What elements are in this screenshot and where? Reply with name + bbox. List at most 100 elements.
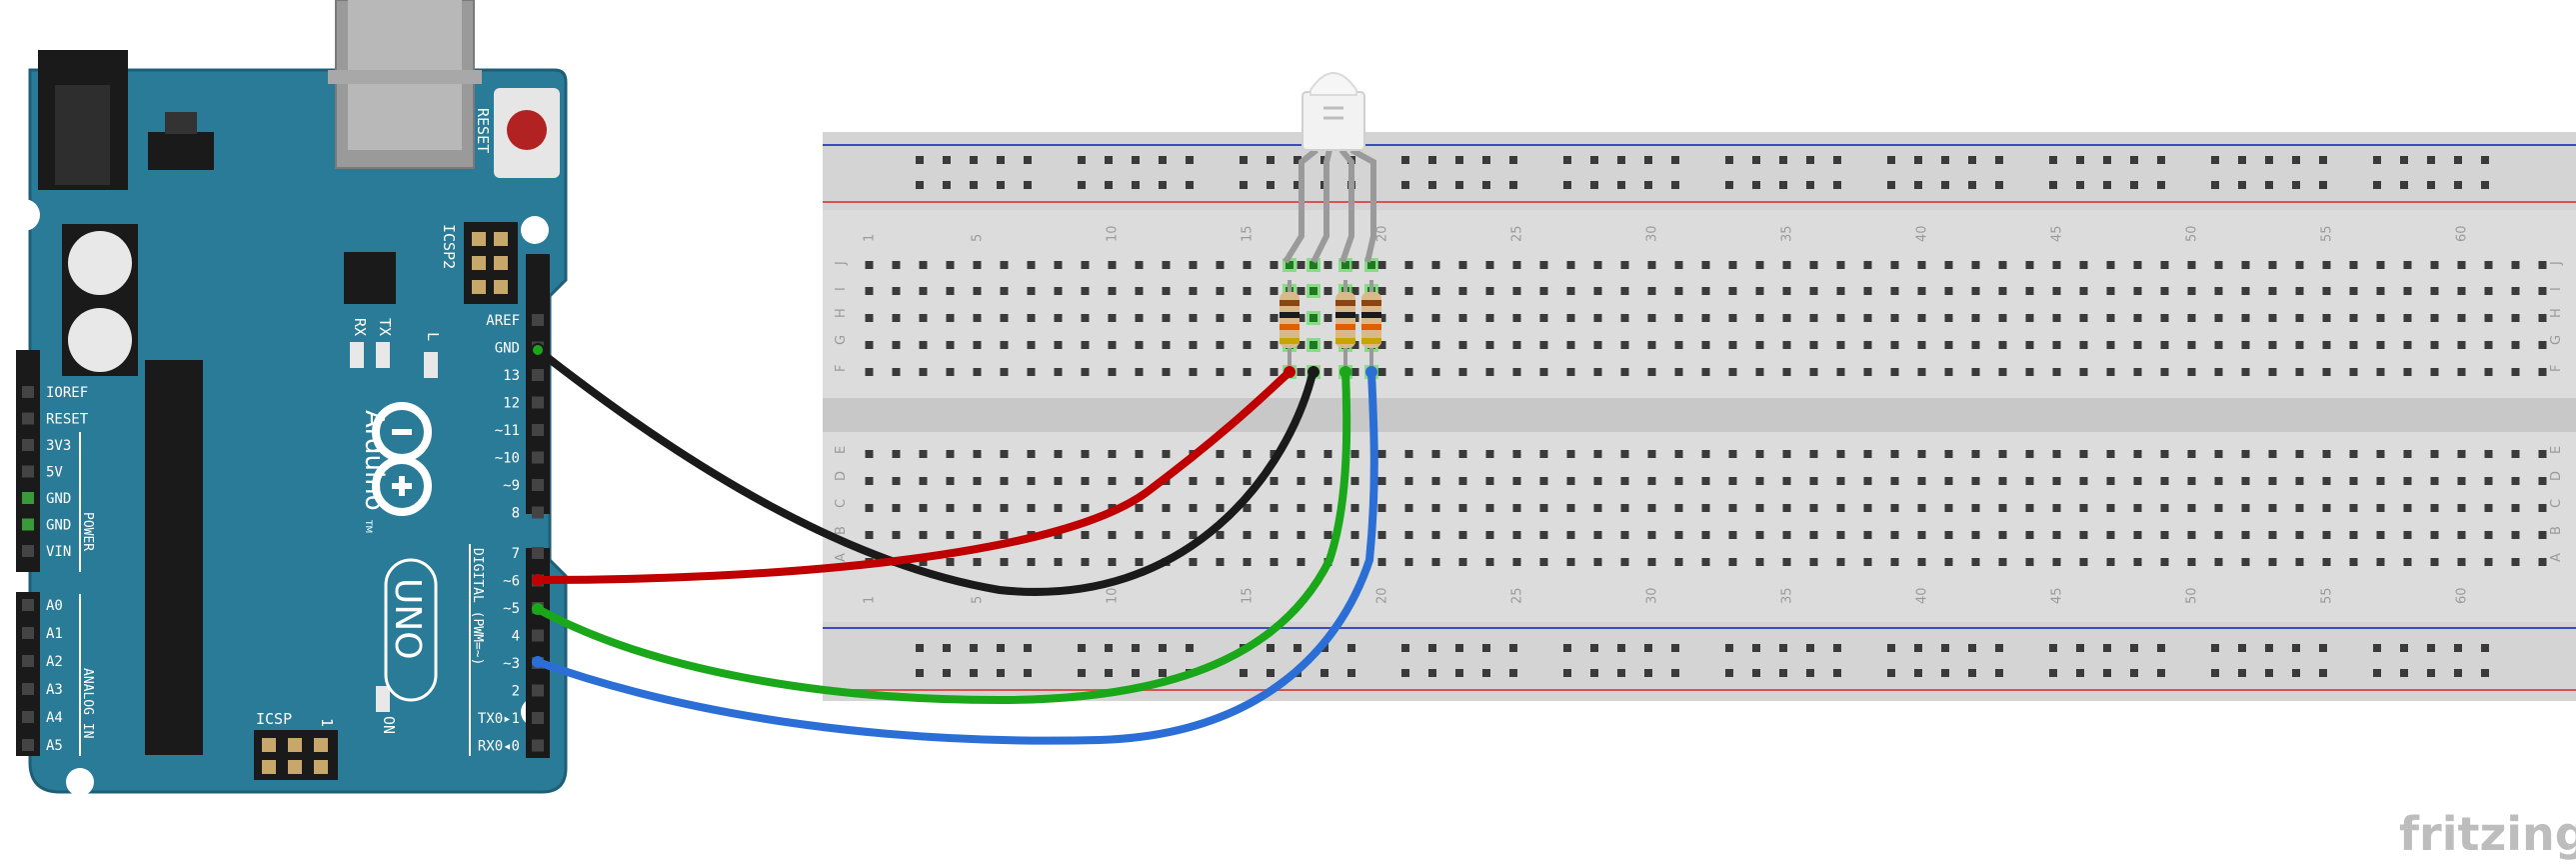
rail-hole[interactable] [1159,156,1167,164]
rail-hole[interactable] [2292,156,2300,164]
breadboard-hole[interactable] [2403,558,2412,566]
breadboard-hole[interactable] [1836,287,1845,295]
breadboard-hole[interactable] [2295,558,2304,566]
breadboard-hole[interactable] [1647,287,1656,295]
rail-hole[interactable] [1644,669,1652,677]
power-pin[interactable] [22,386,34,398]
breadboard-hole[interactable] [2403,450,2412,458]
breadboard-hole[interactable] [2430,341,2439,349]
breadboard-hole[interactable] [1054,531,1063,539]
rail-hole[interactable] [1887,156,1895,164]
rail-hole[interactable] [1617,181,1625,189]
breadboard-hole[interactable] [1270,558,1279,566]
breadboard-hole[interactable] [1647,558,1656,566]
breadboard-hole[interactable] [1917,450,1926,458]
rail-hole[interactable] [1914,181,1922,189]
rail-hole[interactable] [1267,181,1275,189]
breadboard-hole[interactable] [2160,531,2169,539]
breadboard-hole[interactable] [1998,261,2007,269]
breadboard-hole[interactable] [1512,450,1521,458]
breadboard-hole[interactable] [1296,341,1305,349]
breadboard-hole[interactable] [2106,341,2115,349]
breadboard-hole[interactable] [1728,341,1737,349]
power-pin[interactable] [22,465,34,478]
breadboard-hole[interactable] [2133,261,2142,269]
rail-hole[interactable] [1968,644,1976,652]
rail-hole[interactable] [1752,669,1760,677]
breadboard-hole[interactable] [1863,504,1872,512]
rail-hole[interactable] [2157,181,2165,189]
breadboard-hole[interactable] [973,368,982,376]
rail-hole[interactable] [916,181,924,189]
breadboard-hole[interactable] [2538,341,2547,349]
rail-hole[interactable] [2049,181,2057,189]
rail-hole[interactable] [1132,644,1140,652]
rail-hole[interactable] [1186,156,1194,164]
rail-hole[interactable] [1995,181,2003,189]
breadboard-hole[interactable] [1890,558,1899,566]
breadboard-hole[interactable] [1431,287,1440,295]
breadboard-hole[interactable] [2349,261,2358,269]
breadboard-hole[interactable] [1000,558,1009,566]
rail-hole[interactable] [2211,181,2219,189]
breadboard-hole[interactable] [1944,287,1953,295]
breadboard-hole[interactable] [1404,261,1413,269]
breadboard-hole[interactable] [1081,261,1090,269]
breadboard-hole[interactable] [1323,261,1332,269]
rail-hole[interactable] [2103,156,2111,164]
breadboard-hole[interactable] [1674,287,1683,295]
breadboard-hole[interactable] [1243,558,1252,566]
breadboard-hole[interactable] [2241,477,2250,485]
breadboard-hole[interactable] [892,477,901,485]
breadboard-hole[interactable] [2538,531,2547,539]
breadboard-hole[interactable] [1270,314,1279,322]
digital-pin[interactable] [532,547,544,559]
rail-hole[interactable] [2481,156,2489,164]
breadboard-hole[interactable] [1189,368,1198,376]
breadboard-hole[interactable] [1593,341,1602,349]
rail-hole[interactable] [2049,669,2057,677]
breadboard-hole[interactable] [2187,341,2196,349]
breadboard-hole[interactable] [1323,531,1332,539]
rail-hole[interactable] [1024,644,1032,652]
breadboard-hole[interactable] [2457,314,2466,322]
rail-hole[interactable] [997,181,1005,189]
breadboard-hole[interactable] [1243,531,1252,539]
rail-hole[interactable] [2427,644,2435,652]
digital-pin[interactable] [532,451,544,464]
breadboard-hole[interactable] [1243,314,1252,322]
breadboard-hole[interactable] [2538,261,2547,269]
breadboard-hole[interactable] [2106,368,2115,376]
wire-blue-pin3[interactable] [534,368,1378,745]
breadboard-hole[interactable] [2430,531,2439,539]
rail-hole[interactable] [997,156,1005,164]
rail-hole[interactable] [2454,156,2462,164]
breadboard-hole[interactable] [1243,261,1252,269]
breadboard-hole[interactable] [1458,450,1467,458]
breadboard-hole[interactable] [892,287,901,295]
rail-hole[interactable] [1159,669,1167,677]
breadboard-hole[interactable] [2214,341,2223,349]
rail-hole[interactable] [970,669,978,677]
breadboard-hole[interactable] [2079,261,2088,269]
rail-hole[interactable] [1078,644,1086,652]
rail-hole[interactable] [1428,181,1436,189]
breadboard-hole[interactable] [1647,368,1656,376]
rail-hole[interactable] [2157,644,2165,652]
breadboard-hole[interactable] [1350,341,1359,349]
breadboard-hole[interactable] [2106,450,2115,458]
breadboard-hole[interactable] [2052,314,2061,322]
rail-hole[interactable] [1401,156,1409,164]
breadboard-hole[interactable] [1135,287,1144,295]
breadboard-hole[interactable] [1377,314,1386,322]
breadboard-hole[interactable] [2430,287,2439,295]
rail-hole[interactable] [1887,669,1895,677]
breadboard-hole[interactable] [2457,504,2466,512]
rail-hole[interactable] [1159,181,1167,189]
breadboard-hole[interactable] [1404,450,1413,458]
breadboard-hole[interactable] [2484,287,2493,295]
breadboard-hole[interactable] [1674,368,1683,376]
rail-hole[interactable] [1617,156,1625,164]
breadboard-hole[interactable] [1755,558,1764,566]
breadboard-hole[interactable] [1917,314,1926,322]
